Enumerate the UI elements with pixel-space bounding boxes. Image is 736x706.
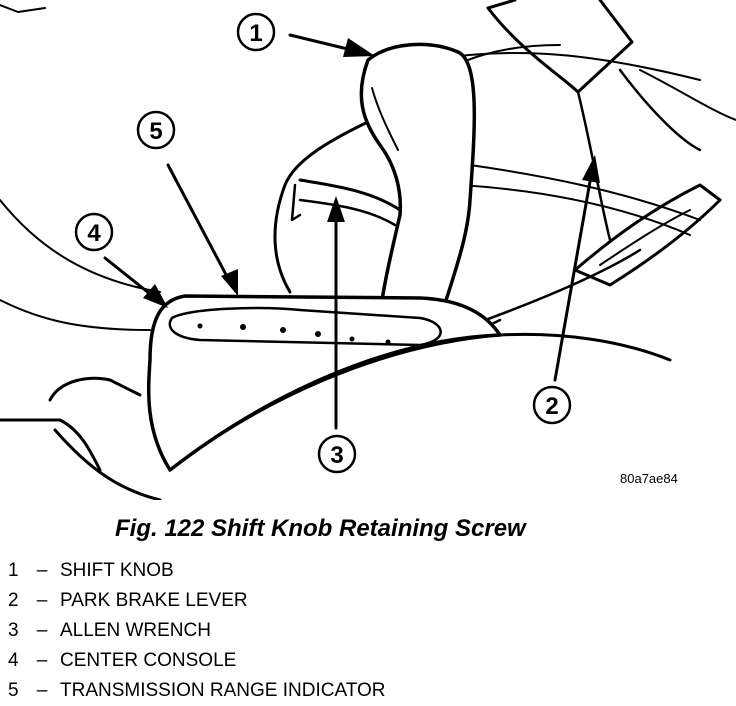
knob-highlight [371, 87, 399, 151]
park-brake-slot [599, 209, 691, 266]
legend-number: 2 [8, 590, 19, 611]
legend-item: 4–CENTER CONSOLE [8, 646, 386, 676]
legend-item: 5–TRANSMISSION RANGE INDICATOR [8, 676, 386, 706]
legend-label: SHIFT KNOB [60, 560, 174, 581]
arrowhead-5 [221, 269, 238, 296]
callout-5: 5 [136, 110, 176, 150]
range-indicator-marks [197, 323, 391, 345]
range-indicator-plate [168, 306, 442, 347]
callout-5-label: 5 [149, 118, 162, 145]
console-lower [0, 418, 162, 500]
legend-number: 3 [8, 620, 19, 641]
arrowhead-4 [143, 284, 168, 308]
legend-number: 1 [8, 560, 19, 581]
figure-caption: Fig. 122 Shift Knob Retaining Screw [115, 515, 526, 542]
legend-label: PARK BRAKE LEVER [60, 590, 248, 611]
legend-number: 4 [8, 650, 19, 671]
console-rear [478, 248, 642, 332]
park-brake-release [573, 183, 722, 287]
dashboard-curve [0, 199, 161, 331]
legend-item: 3–ALLEN WRENCH [8, 616, 386, 646]
callout-4-label: 4 [87, 220, 101, 247]
legend-number: 5 [8, 680, 19, 701]
arrowhead-2 [582, 155, 600, 183]
floor-lines [459, 164, 701, 236]
callout-1-label: 1 [249, 20, 262, 47]
legend-list: 1–SHIFT KNOB 2–PARK BRAKE LEVER 3–ALLEN … [8, 556, 386, 706]
legend-label: ALLEN WRENCH [60, 620, 211, 641]
console-front-curve [168, 332, 672, 472]
arrowhead-1 [343, 38, 375, 57]
leader-5 [166, 163, 234, 288]
callout-3: 3 [317, 434, 357, 474]
callout-4: 4 [74, 212, 114, 252]
leader-2 [553, 168, 594, 382]
shift-boot [273, 118, 402, 294]
boot-crease [290, 183, 397, 227]
legend-item: 1–SHIFT KNOB [8, 556, 386, 586]
figure-code: 80a7ae84 [620, 471, 678, 486]
callout-2-label: 2 [545, 393, 558, 420]
legend-dash: – [36, 620, 48, 641]
legend-item: 2–PARK BRAKE LEVER [8, 586, 386, 616]
console-side [48, 376, 142, 402]
legend-dash: – [36, 680, 48, 701]
arrowheads [143, 38, 600, 308]
legend-label: TRANSMISSION RANGE INDICATOR [60, 680, 386, 701]
callout-3-label: 3 [330, 442, 343, 469]
shift-knob-illustration: 1 2 3 4 5 80a7ae84 [0, 0, 736, 500]
legend-label: CENTER CONSOLE [60, 650, 237, 671]
shift-knob-shape [359, 42, 477, 337]
legend-dash: – [36, 590, 48, 611]
callout-1: 1 [236, 12, 276, 52]
legend-dash: – [36, 560, 48, 581]
callout-2: 2 [532, 385, 572, 425]
corner-mark [0, 4, 46, 13]
legend-dash: – [36, 650, 48, 671]
arrowhead-3 [327, 196, 345, 222]
